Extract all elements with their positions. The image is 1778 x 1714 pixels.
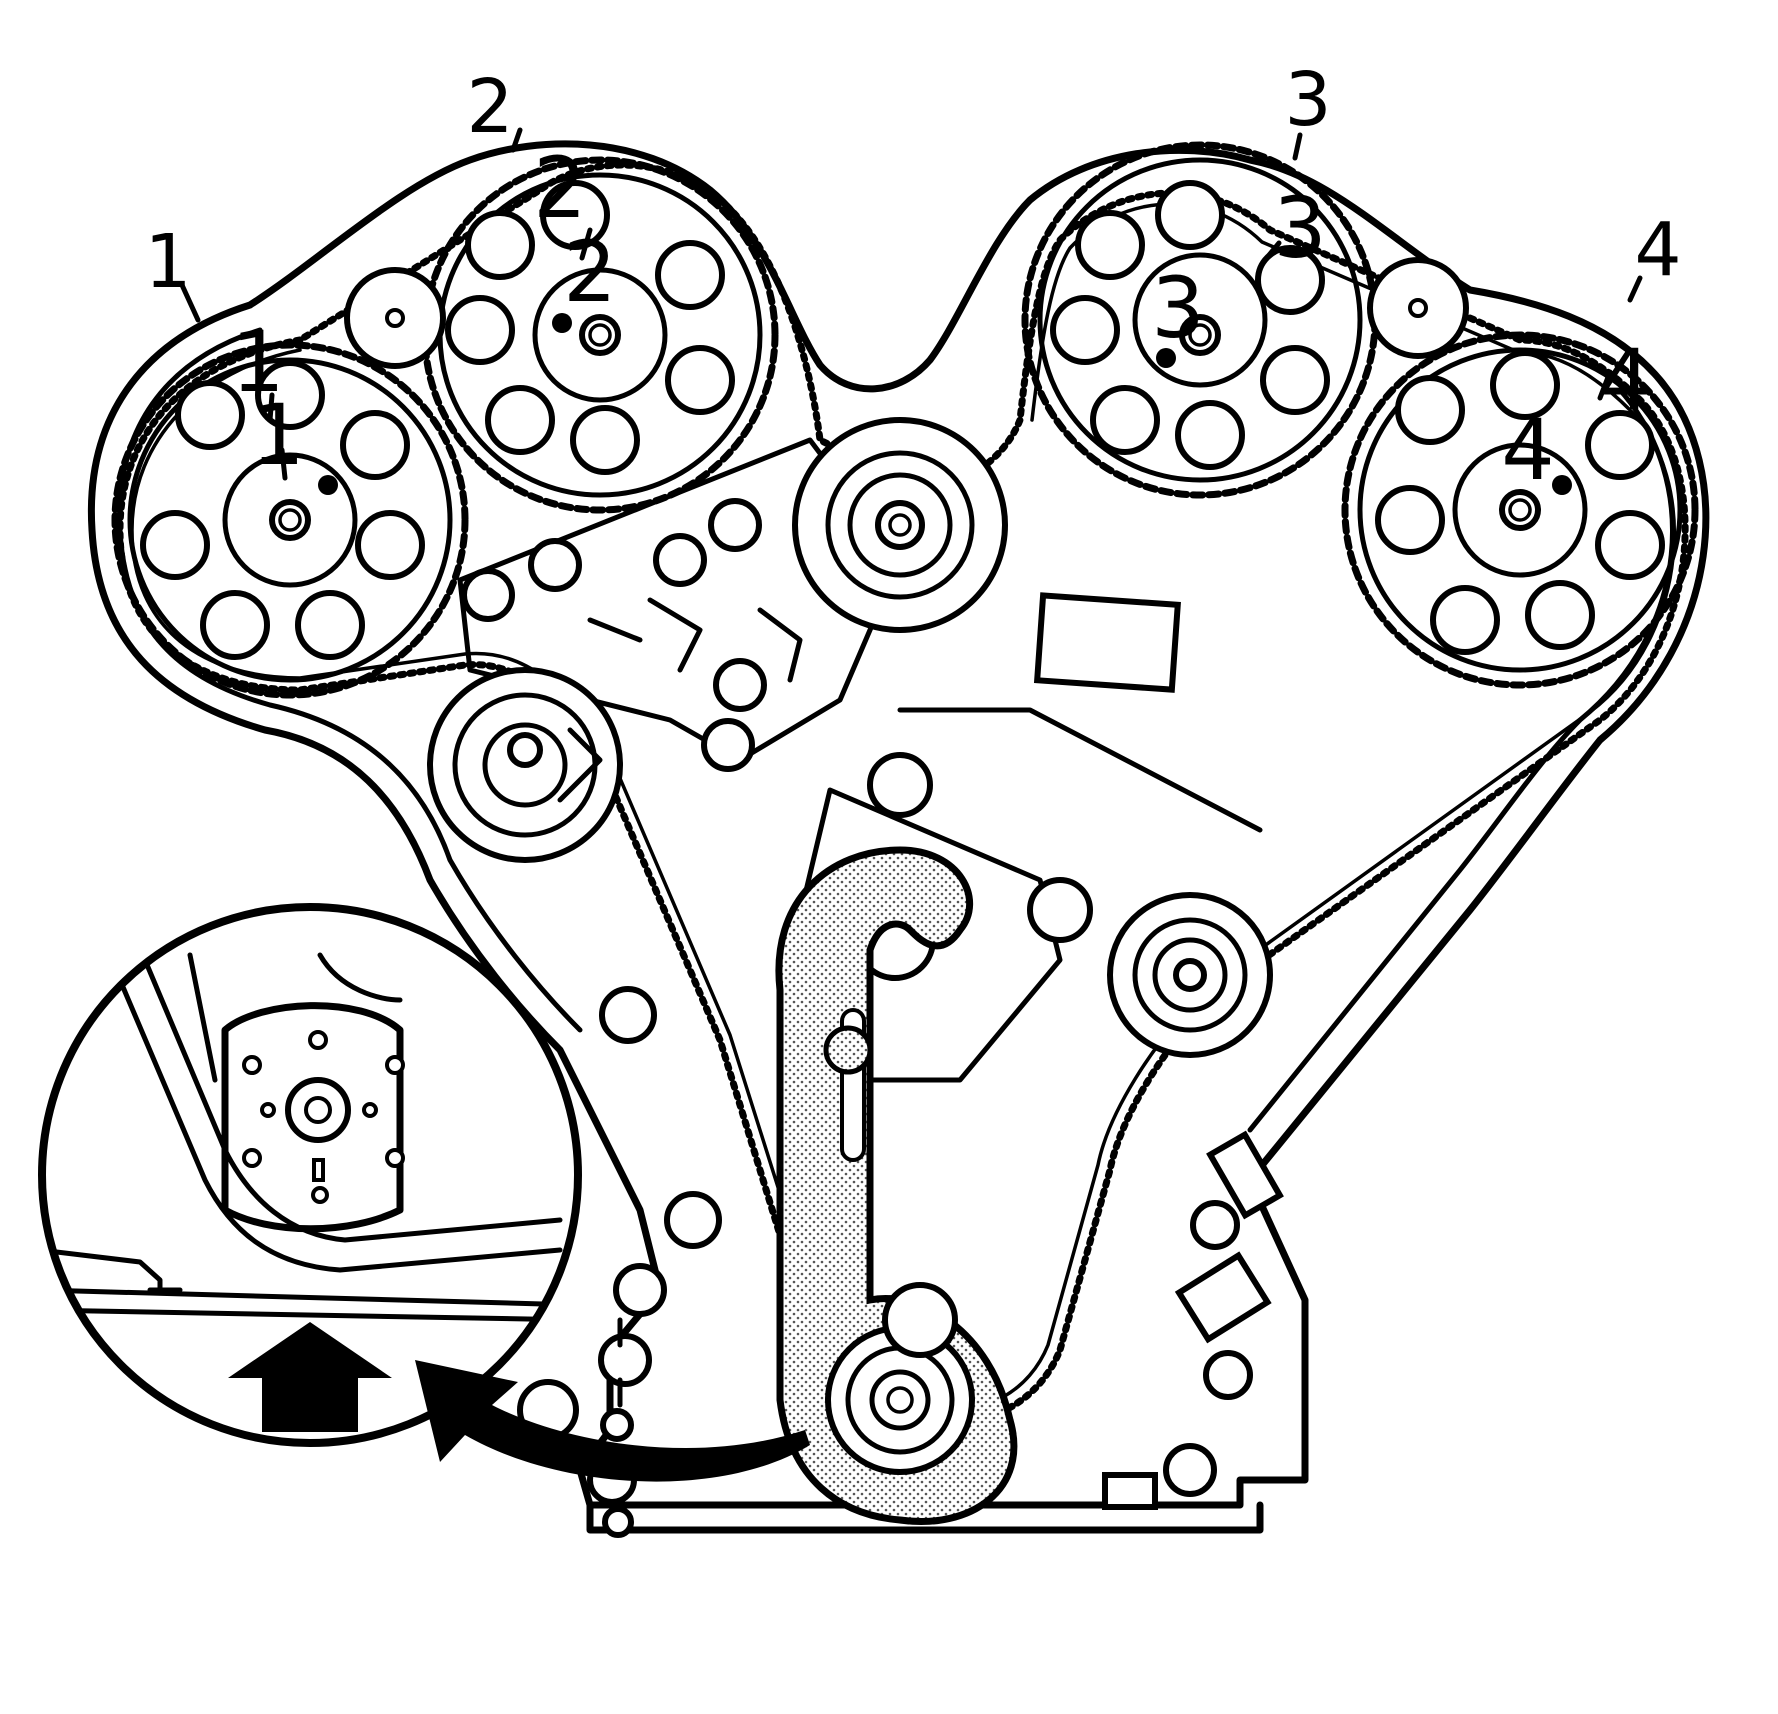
timing-mark-dot-3 [1156, 348, 1176, 368]
callout-mark-inner-4: 4 [1501, 401, 1554, 499]
callout-mark-top-1: 1 [231, 313, 284, 411]
camshaft-sprocket-2 [421, 156, 779, 514]
belt-tensioner-arm [775, 846, 1018, 1525]
callout-mark-inner-1: 1 [251, 386, 304, 484]
timing-mark-dot-2 [552, 313, 572, 333]
inset-detail [38, 903, 582, 1447]
camshaft-sprocket-4 [1341, 331, 1699, 689]
callout-labels: 1 2 3 4 1 2 3 4 1 2 3 4 [144, 57, 1681, 499]
callout-belt-2: 2 [466, 64, 513, 150]
right-lower-idler [1107, 892, 1273, 1058]
cover-rib [897, 707, 1263, 833]
center-idler-pulley [792, 417, 1008, 633]
callout-mark-top-3: 3 [1273, 179, 1326, 277]
callout-mark-top-2: 2 [533, 139, 586, 237]
callout-belt-3: 3 [1284, 57, 1331, 143]
camshaft-sprocket-3 [1021, 141, 1379, 499]
timing-mark-dot-4 [1552, 475, 1572, 495]
callout-mark-top-4: 4 [1598, 331, 1651, 429]
left-lower-idler [427, 667, 623, 863]
camshaft-sprocket-1 [111, 341, 469, 699]
callout-belt-4: 4 [1634, 207, 1681, 293]
up-arrow-icon [228, 1322, 392, 1432]
callout-mark-inner-3: 3 [1151, 259, 1204, 357]
callout-leaders [179, 127, 1643, 481]
callout-belt-1: 1 [144, 219, 191, 305]
rotation-arrow-icon [415, 1360, 810, 1482]
callout-mark-inner-2: 2 [563, 223, 616, 321]
small-idler-right [1367, 257, 1469, 359]
timing-mark-dot-1 [318, 475, 338, 495]
small-idler-left [344, 267, 446, 369]
cover-window [1033, 592, 1181, 693]
